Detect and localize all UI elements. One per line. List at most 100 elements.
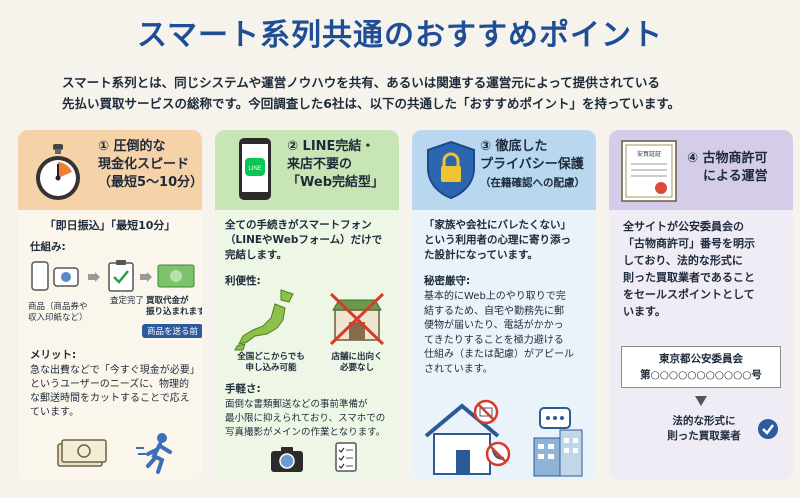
running-man-icon — [136, 433, 172, 474]
easy-text: 面倒な書類郵送などの事前準備が 最小限に抑えられており、スマホでの 写真撮影がメ… — [225, 398, 385, 440]
text-line: 全サイトが公安委員会の — [623, 220, 744, 233]
caption-line: 買取代金が — [146, 296, 189, 306]
money-icon — [57, 439, 107, 467]
house-mail-icon — [424, 399, 511, 475]
office-chat-icon — [533, 407, 583, 477]
text-line: 最小限に抑えられており、スマホでの — [225, 413, 386, 424]
intro-text: スマート系列とは、同じシステムや運営ノウハウを共有、あるいは関連する運営元によっ… — [62, 72, 752, 114]
flow-label: 仕組み: — [30, 241, 66, 253]
caption-line: 商品（商品券や — [28, 302, 88, 312]
text-line: 則った買取業者であること — [623, 271, 755, 284]
text-line: しており、法的な形式に — [623, 254, 743, 267]
card-web: LINE ② LINE完結・ 来店不要の 「Web完結型」 全ての手続きがスマー… — [215, 130, 399, 480]
card-body: 「家族や会社にバレたくない」 という利用者の心理に寄り添っ た設計になっています… — [412, 210, 596, 480]
text-line: 仕組み（または配慮）がアピール — [424, 349, 574, 360]
text-line: されています。 — [424, 363, 493, 375]
title-line: 「Web完結型」 — [287, 175, 384, 190]
down-arrow-icon — [695, 396, 707, 406]
cert-label: 安買証証 — [637, 150, 661, 158]
text-line: てきたりすることを極力避ける — [424, 334, 564, 346]
card-title: ① 圧倒的な 現金化スピード （最短5〜10分） — [98, 138, 202, 192]
caption-line: 則った買取業者 — [667, 430, 741, 442]
text-line: 便物が届いたり、電話がかかっ — [424, 320, 564, 331]
text-line: ています。 — [30, 407, 79, 418]
check-circle-icon — [758, 419, 778, 439]
text-line: 急な出費などで「今すぐ現金が必要」 — [30, 365, 200, 376]
card-header: ③ 徹底した プライバシー保護 （在籍確認への配慮） — [412, 130, 596, 210]
card-title: ② LINE完結・ 来店不要の 「Web完結型」 — [287, 138, 384, 192]
arrow-icon — [140, 272, 152, 282]
text-line: 基本的にWeb上のやり取りで完 — [424, 291, 566, 302]
card-body: 全ての手続きがスマートフォン （LINEやWebフォーム）だけで 完結します。 … — [215, 210, 399, 480]
card-title: ③ 徹底した プライバシー保護 （在籍確認への配慮） — [480, 138, 585, 192]
text-line: 全ての手続きがスマートフォン — [225, 219, 372, 231]
intro-line: スマート系列とは、同じシステムや運営ノウハウを共有、あるいは関連する運営元によっ… — [62, 75, 660, 90]
text-line: をセールスポイントとして — [623, 288, 755, 301]
card-license: 安買証証 ④ 古物商許可 による運営 全サイトが公安委員会の 「古物商許可」番号… — [609, 130, 793, 480]
step-caption: 査定完了 — [110, 296, 145, 306]
text-line: た設計になっています。 — [424, 249, 538, 261]
stopwatch-icon — [36, 144, 80, 200]
title-line: による運営 — [703, 169, 768, 184]
text-line: な郵送時間をカットすることで応え — [30, 393, 190, 404]
title-line: ② LINE完結・ — [287, 139, 375, 154]
arrow-icon — [88, 272, 100, 282]
card-speed: ① 圧倒的な 現金化スピード （最短5〜10分） 「即日振込」「最短10分」 仕… — [18, 130, 202, 480]
secret-label: 秘密厳守: — [424, 275, 471, 287]
step-caption: 買取代金が 振り込まれます — [146, 296, 202, 318]
title-line: 来店不要の — [287, 157, 353, 172]
caption-line: 全国どこからでも — [237, 352, 305, 362]
caption-line: 収入印紙など） — [28, 313, 88, 323]
text-line: という利用者の心理に寄り添っ — [424, 234, 571, 246]
camera-icon — [271, 447, 303, 472]
intro-line: 先払い買取サービスの総称です。今回調査した6社は、以下の共通した「おすすめポイン… — [62, 96, 681, 111]
cash-icon — [157, 264, 195, 288]
clipboard-check-icon — [108, 260, 134, 292]
caption-line: 店舗に出向く — [331, 352, 383, 362]
certificate-icon: 安買証証 — [621, 140, 677, 202]
merit-label: メリット: — [30, 349, 77, 361]
caption-line: 振り込まれます — [146, 307, 202, 317]
headline: 「即日振込」「最短10分」 — [44, 219, 176, 232]
text-line: 面倒な書類郵送などの事前準備が — [225, 399, 368, 410]
text-line: というユーザーのニーズに、物理的 — [30, 379, 189, 390]
license-line: 東京都公安委員会 — [659, 353, 743, 365]
merit-text: 急な出費などで「今すぐ現金が必要」 というユーザーのニーズに、物理的 な郵送時間… — [30, 364, 200, 420]
status-badge: 商品を送る前 — [142, 324, 202, 338]
card-header: LINE ② LINE完結・ 来店不要の 「Web完結型」 — [215, 130, 399, 210]
text-line: 完結します。 — [225, 249, 287, 261]
caption-line: 必要なし — [339, 363, 374, 373]
shield-lock-icon — [427, 140, 475, 200]
secret-text: 基本的にWeb上のやり取りで完 結するため、自宅や勤務先に郵 便物が届いたり、電… — [424, 290, 574, 377]
card-privacy: ③ 徹底した プライバシー保護 （在籍確認への配慮） 「家族や会社にバレたくない… — [412, 130, 596, 480]
desc-text: 全サイトが公安委員会の 「古物商許可」番号を明示 しており、法的な形式に 則った… — [623, 218, 755, 320]
title-line: ③ 徹底した — [480, 139, 548, 154]
quote-text: 「家族や会社にバレたくない」 という利用者の心理に寄り添っ た設計になっています… — [424, 218, 571, 263]
text-line: 「家族や会社にバレたくない」 — [424, 219, 571, 231]
title-line: 現金化スピード — [98, 157, 190, 172]
conv-label: 利便性: — [225, 275, 261, 287]
text-line: （LINEやWebフォーム）だけで — [225, 234, 383, 246]
phone-camera-icon — [31, 261, 79, 291]
store-caption: 店舗に出向く 必要なし — [319, 352, 395, 374]
desc-text: 全ての手続きがスマートフォン （LINEやWebフォーム）だけで 完結します。 — [225, 218, 382, 263]
title-line: プライバシー保護 — [480, 157, 584, 172]
japan-map-icon — [234, 289, 294, 351]
card-header: ① 圧倒的な 現金化スピード （最短5〜10分） — [18, 130, 202, 210]
line-logo: LINE — [248, 166, 261, 172]
smartphone-line-icon: LINE — [239, 138, 271, 200]
step-caption: 商品（商品券や 収入印紙など） — [28, 302, 88, 324]
title-line: （最短5〜10分） — [98, 175, 202, 190]
text-line: います。 — [623, 305, 666, 318]
store-crossed-icon — [329, 292, 385, 346]
page-title: スマート系列共通のおすすめポイント — [136, 18, 664, 53]
title-line: （在籍確認への配慮） — [480, 177, 585, 189]
card-title: ④ 古物商許可 による運営 — [687, 150, 768, 186]
legal-caption: 法的な形式に 則った買取業者 — [649, 414, 759, 444]
card-body: 「即日振込」「最短10分」 仕組み: 商品（商品券や 収入印紙など） 査定完了 … — [18, 210, 202, 480]
card-header: 安買証証 ④ 古物商許可 による運営 — [609, 130, 793, 210]
title-line: ④ 古物商許可 — [687, 151, 768, 166]
checklist-icon — [335, 442, 357, 472]
title-line: ① 圧倒的な — [98, 139, 166, 154]
license-line: 第○○○○○○○○○○○号 — [640, 369, 762, 381]
